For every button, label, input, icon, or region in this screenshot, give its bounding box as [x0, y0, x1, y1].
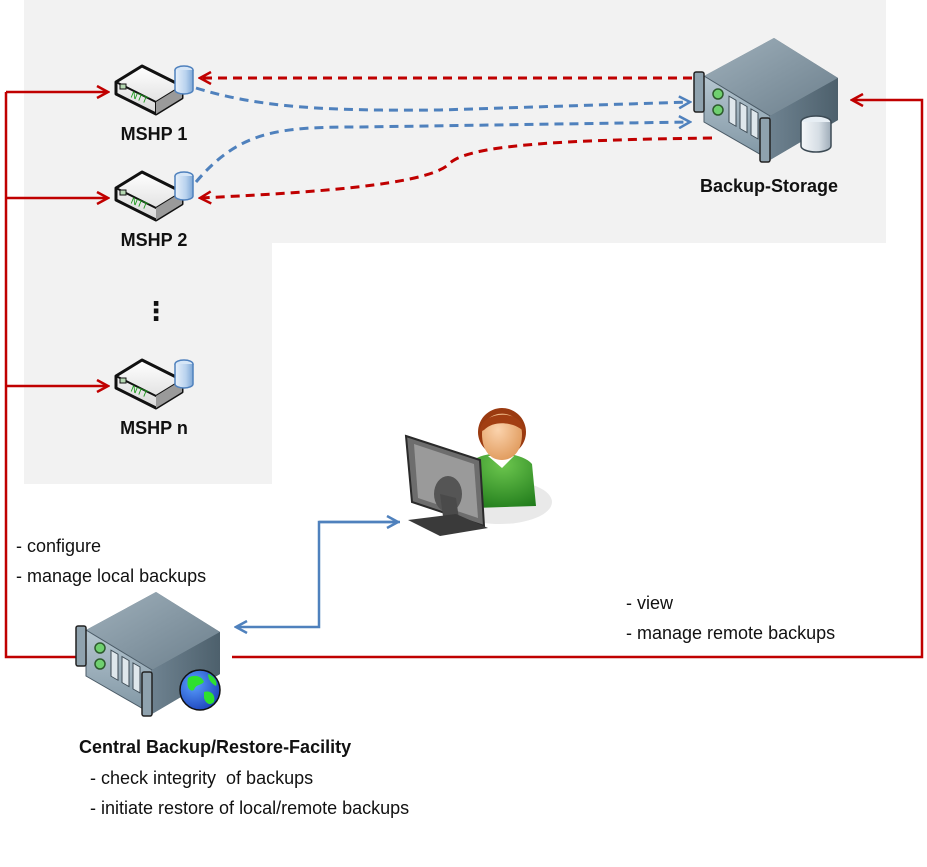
- local-annotation-line-1: - configure: [16, 536, 101, 556]
- mshpn-gateway-icon: NTT: [114, 358, 194, 410]
- mshp1-gateway-icon: NTT: [114, 64, 194, 116]
- mshpn-label: MSHP n: [120, 418, 188, 438]
- backup-storage-server-icon: [693, 38, 838, 163]
- restore-flow-to-mshp2: [200, 136, 713, 198]
- ellipsis-vertical: ⋮: [143, 297, 169, 327]
- remote-annotation-line-1: - view: [626, 593, 674, 613]
- mshp2-label: MSHP 2: [121, 230, 188, 250]
- operator-at-computer-icon: [404, 408, 552, 536]
- central-server-icon: [75, 592, 221, 717]
- mshp1-label: MSHP 1: [121, 124, 188, 144]
- globe-icon: [179, 669, 221, 711]
- management-links-local: [4, 92, 108, 659]
- management-link-remote: [232, 100, 924, 659]
- remote-annotation-line-2: - manage remote backups: [626, 623, 835, 643]
- central-task-2: - initiate restore of local/remote backu…: [90, 798, 409, 818]
- home-network-zone: [24, 0, 886, 484]
- local-annotation-line-2: - manage local backups: [16, 566, 206, 586]
- mshp2-gateway-icon: NTT: [114, 170, 194, 222]
- central-facility-label: Central Backup/Restore-Facility: [79, 737, 351, 757]
- backup-flow-from-mshp2: [194, 122, 690, 183]
- central-task-1: - check integrity of backups: [90, 768, 313, 788]
- operator-link: [236, 522, 400, 627]
- backup-storage-label: Backup-Storage: [700, 176, 838, 196]
